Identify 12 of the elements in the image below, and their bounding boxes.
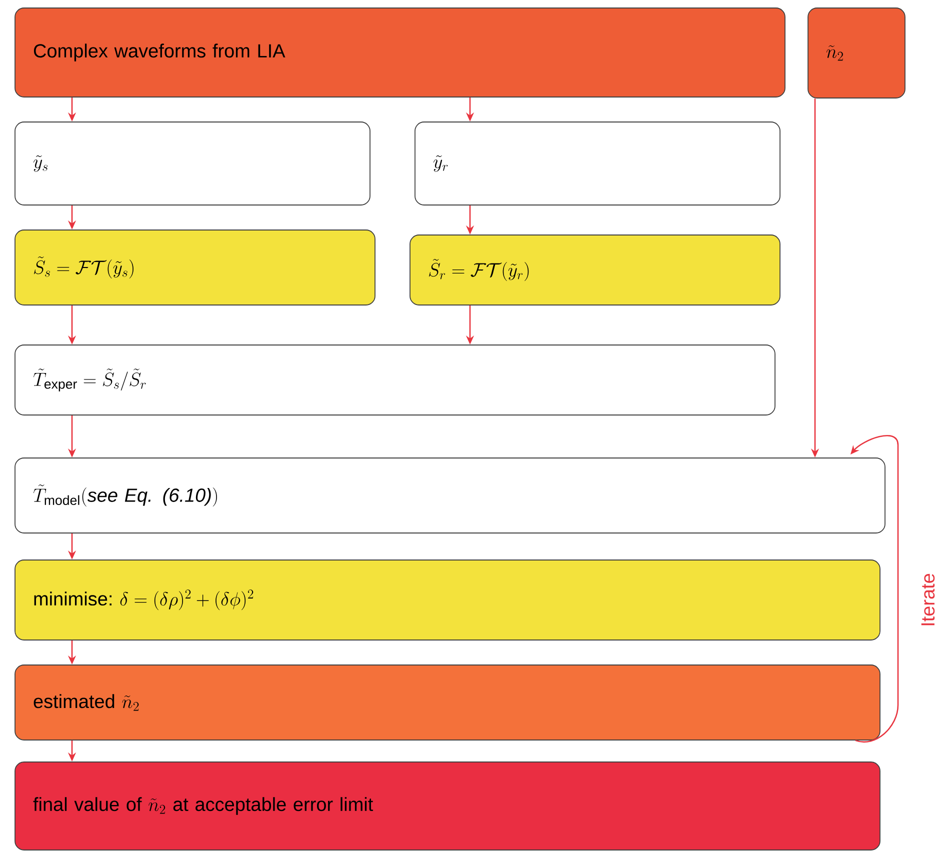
process-box: $\mbox{minimise:}\ \delta = (\delta\rho)^2 + (\delta\phi)^2$ xyxy=(14,560,880,640)
result-box: $\mbox{final value of }\tilde{n}_2\mbox{ at acceptable error limit}$ xyxy=(14,762,880,850)
process-box: $\tilde{y}_s$ xyxy=(14,122,370,206)
process-box: Complex waveforms from LIA xyxy=(14,8,786,98)
process-box: $\tilde{T}_{\mathrm{model}}(\textit{see Eq. (6.10)})$ xyxy=(14,458,886,534)
process-box: $\tilde{T}_{\mathrm{exper}} = \tilde{S}_s / \tilde{S}_r$ xyxy=(14,344,776,416)
process-box: $\tilde{y}_r$ xyxy=(414,122,780,206)
edge-label: Iterate xyxy=(920,572,936,628)
process-box: $\mbox{estimated }\tilde{n}_2$ xyxy=(14,664,880,740)
process-box: $\tilde{S}_r = \mathcal{FT}(\tilde{y}_r)$ xyxy=(410,234,780,306)
input-box: $\tilde{n}_2$ xyxy=(808,8,906,98)
process-box: $\tilde{S}_s = \mathcal{FT}(\tilde{y}_s)$ xyxy=(14,230,376,306)
